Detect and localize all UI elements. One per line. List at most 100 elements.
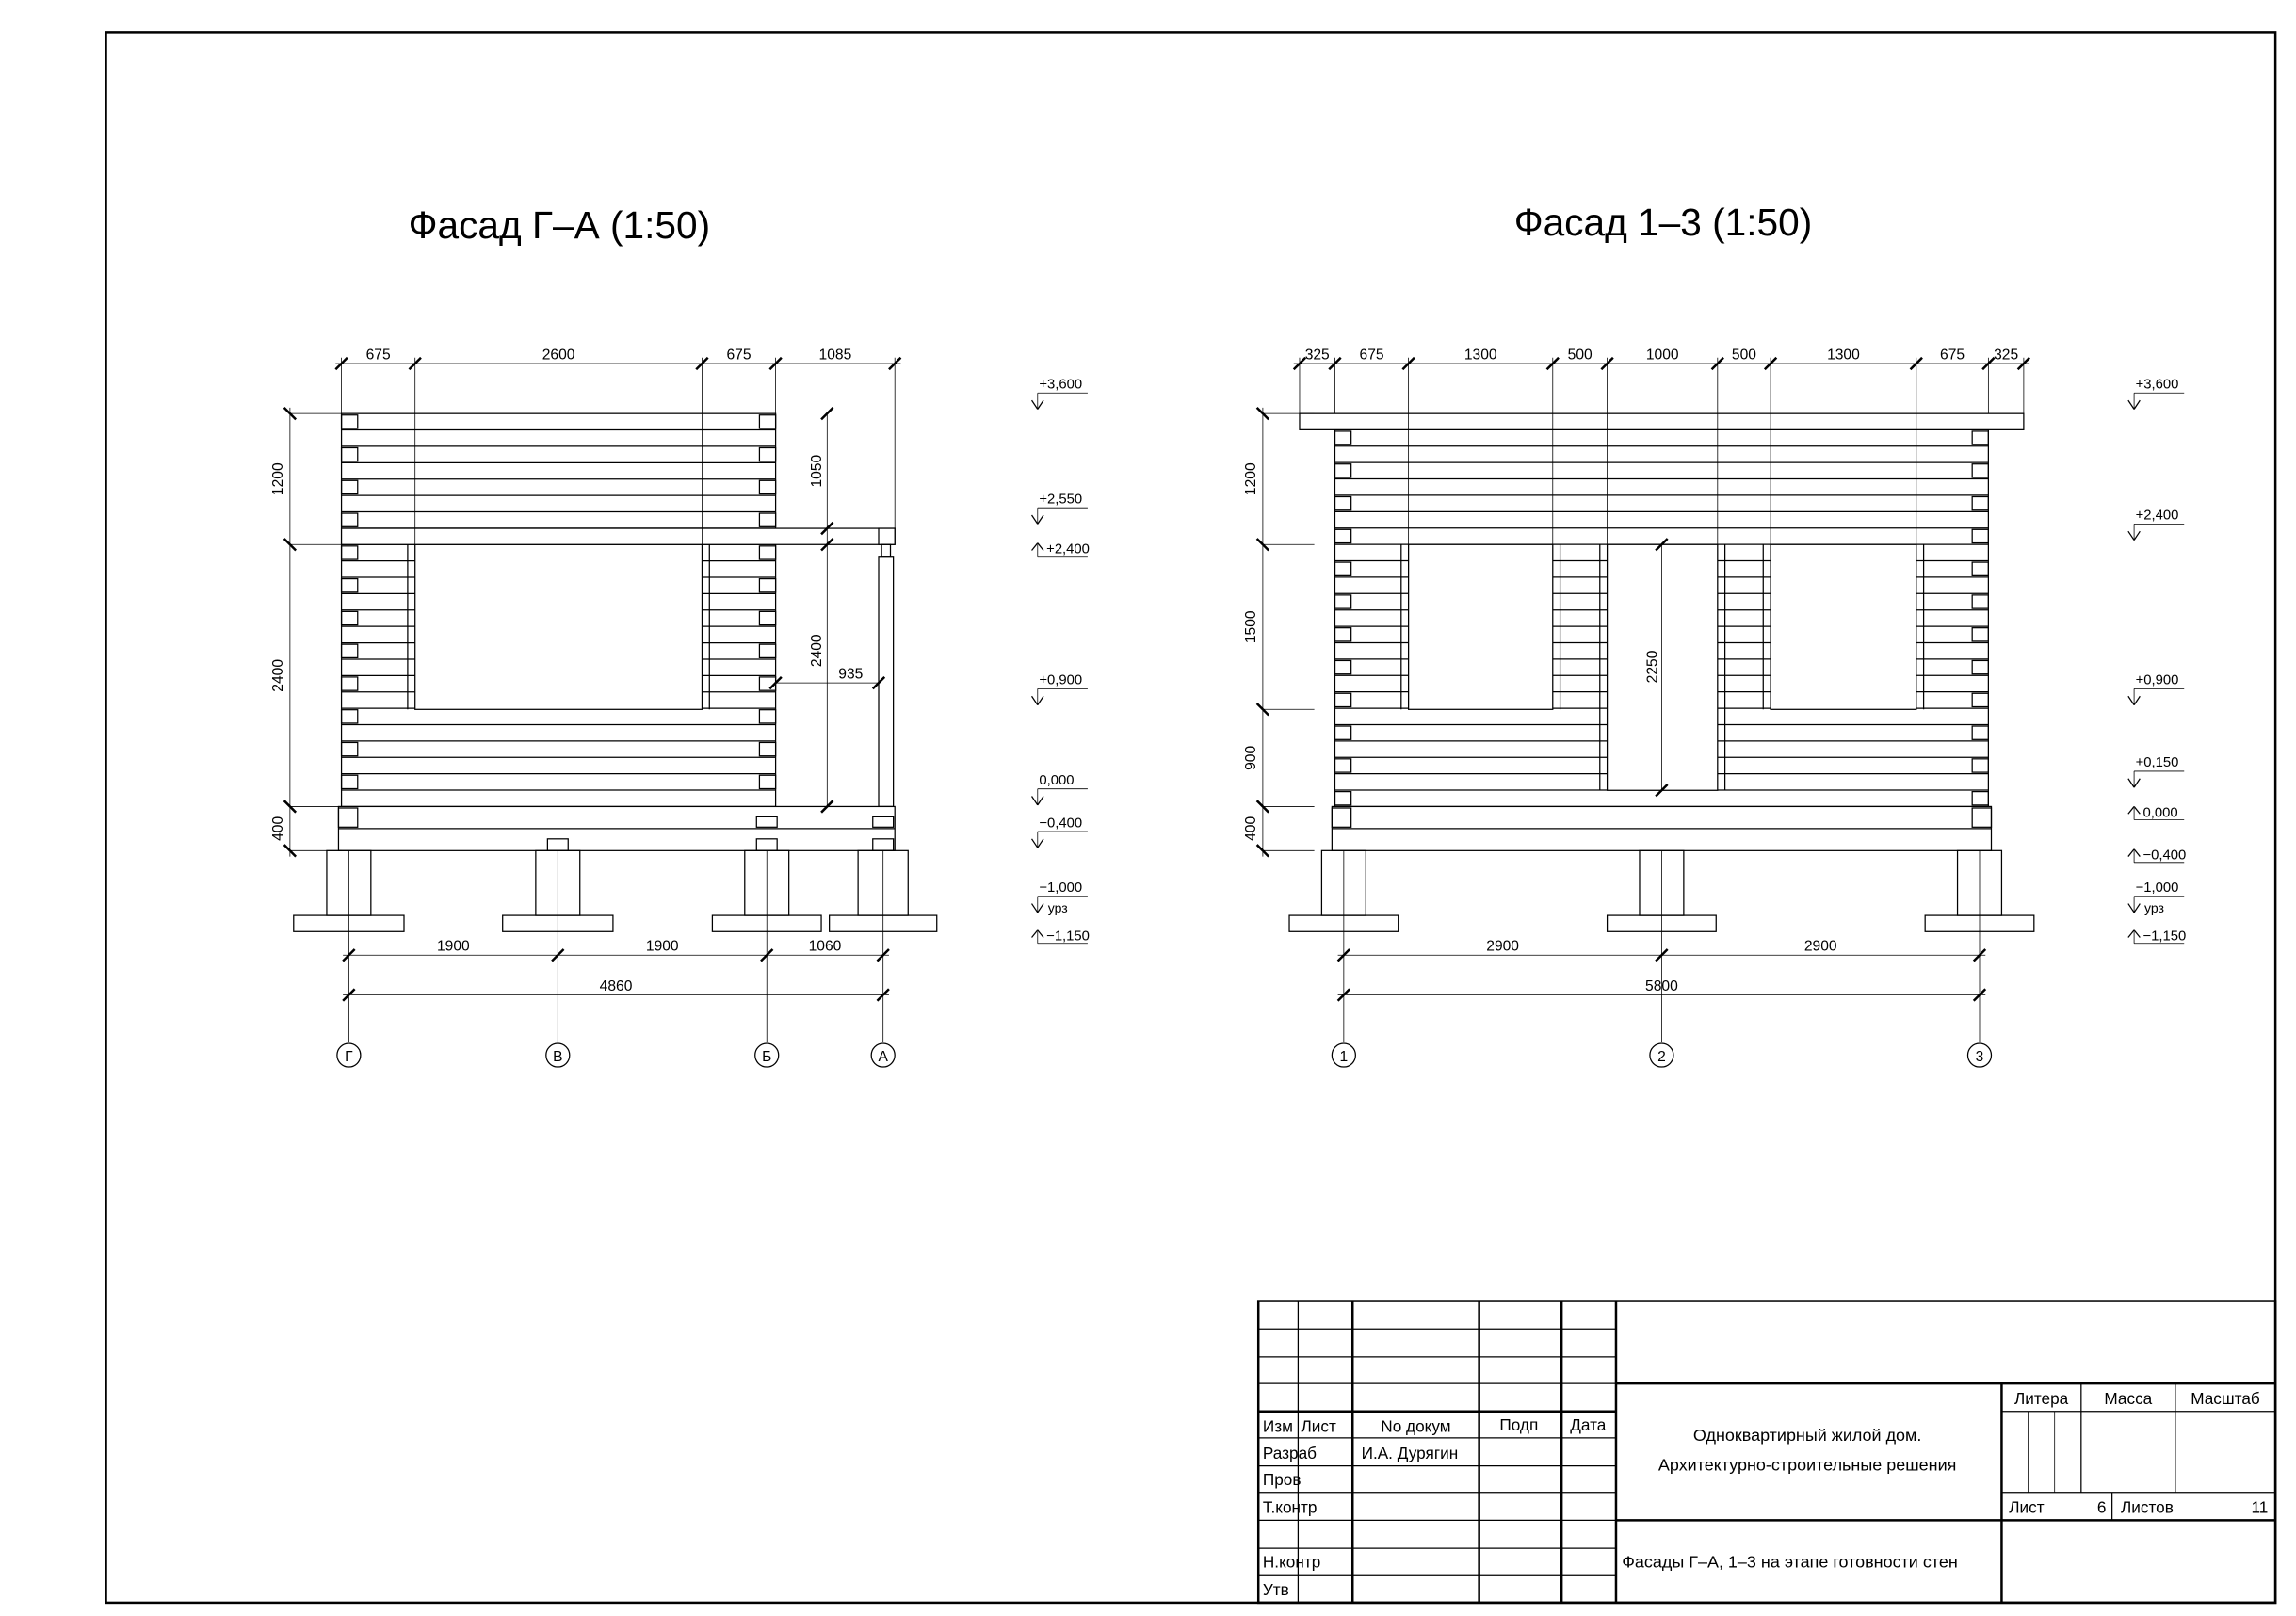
dimension-label: 675: [727, 347, 752, 363]
log-end: [1334, 758, 1352, 773]
log-end: [755, 816, 778, 828]
level-mark: −1,150: [2142, 929, 2186, 945]
axis-label: 2: [1657, 1049, 1666, 1065]
dimension-tick: [408, 356, 422, 371]
dimension-label: 900: [1243, 746, 1259, 770]
litera-label: Литера: [2014, 1389, 2069, 1408]
level-mark: 0,000: [2142, 805, 2177, 820]
level-mark: −1,000: [2136, 881, 2179, 896]
log-end: [1971, 692, 1989, 708]
dimension-label: 500: [1732, 347, 1756, 363]
dimension-label: 675: [1360, 347, 1384, 363]
log-end: [758, 577, 777, 593]
log-end: [1334, 692, 1352, 708]
dimension-label: 325: [1994, 347, 2018, 363]
dimension-tick: [1328, 356, 1342, 371]
log-end: [1334, 659, 1352, 675]
axis-bubble: [1649, 1042, 1674, 1068]
level-arrow: [1031, 542, 1039, 551]
role-label: Н.контр: [1263, 1552, 1320, 1571]
level-arrow: [2127, 929, 2135, 938]
level-mark: +2,550: [1039, 492, 1082, 507]
dimension-tick: [820, 407, 834, 421]
level-arrow: [1037, 542, 1044, 551]
level-mark: −1,000: [1039, 881, 1082, 896]
level-note: урз: [2144, 900, 2164, 915]
dimension-tick: [1655, 784, 1669, 798]
dimension-tick: [820, 521, 834, 536]
dimension-tick: [760, 948, 774, 962]
log-end: [758, 643, 777, 659]
axis-label: А: [878, 1049, 888, 1065]
sheet-title: Фасады Г–А, 1–3 на этапе готовности стен: [1622, 1552, 1958, 1571]
axis-label: Б: [762, 1049, 771, 1065]
level-arrow: [2127, 848, 2135, 857]
log-end: [758, 512, 777, 527]
log-end: [340, 774, 359, 790]
level-arrow: [1037, 838, 1044, 848]
log-end: [340, 414, 359, 429]
log-end: [758, 479, 777, 495]
title-block-frame: [1256, 1300, 2277, 1605]
dimension-tick: [871, 676, 886, 690]
log-end: [1334, 561, 1352, 576]
axis-label: 1: [1340, 1049, 1349, 1065]
log-end: [1971, 495, 1989, 511]
level-note: урз: [1048, 900, 1068, 915]
log-end: [340, 577, 359, 593]
level-arrow: [2133, 530, 2141, 541]
level-mark: +2,400: [1046, 542, 1090, 558]
dimension-tick: [1336, 948, 1350, 962]
mass-label: Масса: [2104, 1389, 2152, 1408]
post-cap: [878, 527, 896, 545]
dimension-label: 1300: [1464, 347, 1497, 363]
level-arrow: [2133, 903, 2141, 913]
level-mark: −1,150: [1046, 929, 1090, 945]
log-end: [1334, 725, 1352, 740]
axis-label: Г: [345, 1049, 353, 1065]
level-arrow: [1031, 838, 1039, 848]
log-end: [340, 709, 359, 724]
log-end: [1971, 561, 1989, 576]
level-arrow: [1037, 695, 1044, 705]
log-end: [1334, 790, 1352, 806]
level-mark: −0,400: [1039, 816, 1082, 831]
dimension-tick: [342, 988, 356, 1002]
log-end: [340, 643, 359, 659]
dimension-label: 400: [1243, 816, 1259, 841]
level-arrow: [2133, 399, 2141, 410]
log-end: [1971, 627, 1989, 642]
axis-bubble: [870, 1042, 896, 1068]
dimension-tick: [1710, 356, 1724, 371]
level-mark: +0,150: [2136, 755, 2179, 770]
dimension-label: 500: [1568, 347, 1593, 363]
scale-label: Масштаб: [2191, 1389, 2260, 1408]
dimension-label: 5800: [1645, 978, 1678, 994]
axis-bubble: [336, 1042, 362, 1068]
level-arrow: [2127, 778, 2135, 788]
level-mark: +3,600: [2136, 378, 2179, 393]
dimension-label: 1300: [1827, 347, 1860, 363]
log-end: [758, 545, 777, 560]
dimension-tick: [1972, 988, 1987, 1002]
dimension-label: 2900: [1486, 939, 1519, 955]
level-arrow: [2127, 806, 2135, 815]
dimension-label: 2400: [809, 634, 825, 667]
dimension-tick: [551, 948, 565, 962]
log-end: [340, 545, 359, 560]
log-end: [340, 741, 359, 757]
sheet-label: Лист: [2009, 1498, 2044, 1517]
dimension-label: 1000: [1646, 347, 1679, 363]
dimension-label: 2600: [542, 347, 575, 363]
level-arrow: [1037, 514, 1044, 525]
dimension-label: 1200: [1243, 462, 1259, 495]
log-end: [1971, 758, 1989, 773]
dimension-tick: [1981, 356, 1996, 371]
level-mark: +0,900: [1039, 673, 1082, 688]
level-arrow: [1031, 514, 1039, 525]
log-end: [758, 414, 777, 429]
dimension-tick: [1909, 356, 1923, 371]
